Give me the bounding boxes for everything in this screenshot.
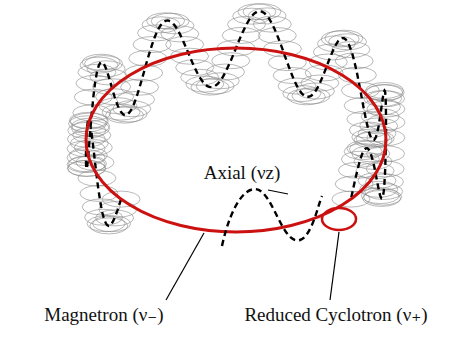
axial-path (86, 11, 386, 226)
epicycle-circle (129, 50, 167, 66)
epicycle-circle (321, 31, 359, 47)
motion-label: Reduced Cyclotron (ν₊) (242, 304, 429, 326)
cyclotron-circle (322, 208, 356, 230)
epicycle-circle (253, 16, 291, 32)
epicycle-circles (67, 4, 405, 234)
epicycle-circle (181, 69, 219, 85)
epicycle-circle (109, 106, 147, 122)
motion-label: Axial (νz) (202, 162, 283, 184)
epicycle-circle (301, 75, 339, 91)
epicycle-circle (248, 8, 286, 24)
epicycle-circle (207, 64, 245, 80)
axial-wave (222, 189, 322, 246)
epicycle-circle (121, 79, 159, 95)
epicycle-circle (176, 60, 214, 76)
leader-line (268, 190, 288, 194)
epicycle-circle (344, 144, 382, 160)
motion-label: Magnetron (ν₋) (42, 304, 165, 326)
epicycle-circle (222, 27, 260, 43)
leader-line (330, 232, 339, 300)
leader-line (166, 233, 204, 300)
epicycle-circle (238, 4, 276, 20)
epicycle-circle (335, 53, 373, 69)
